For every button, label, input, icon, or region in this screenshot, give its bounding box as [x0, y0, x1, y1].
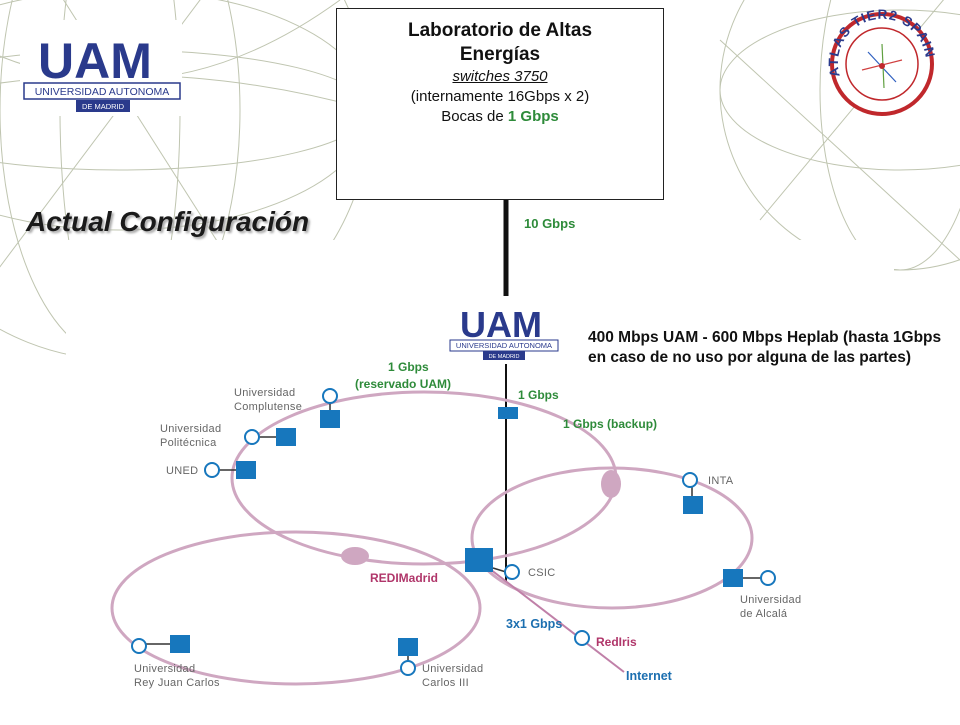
endpoint-icon [682, 472, 698, 488]
rediris-link-line [485, 565, 625, 673]
node-redimadrid: CSIC REDIMadrid [370, 548, 555, 585]
switch-icon [498, 407, 518, 419]
svg-text:Complutense: Complutense [234, 401, 302, 413]
svg-text:CSIC: CSIC [528, 567, 555, 579]
rediris-endpoint-icon [574, 630, 590, 646]
switch-icon [398, 638, 418, 656]
svg-text:INTA: INTA [708, 475, 734, 487]
endpoint-icon [244, 429, 260, 445]
lab-subtitle: switches 3750 [452, 68, 548, 85]
uplink-10g-label-bg [512, 209, 656, 235]
endpoint-icon [131, 638, 147, 654]
uam-logo-letters: UAM [38, 33, 152, 89]
link-main-label: 1 Gbps [518, 388, 559, 402]
ring-link-marker-top [601, 470, 621, 498]
uam-logo-city: DE MADRID [489, 354, 520, 360]
svg-text:Universidad: Universidad [160, 423, 221, 435]
svg-text:UNED: UNED [166, 465, 198, 477]
node-complutense: Universidad Complutense [234, 387, 340, 428]
ring-right [470, 466, 754, 610]
svg-text:Universidad: Universidad [234, 387, 295, 399]
switch-icon [723, 569, 743, 587]
node-alcala: Universidad de Alcalá [723, 569, 801, 620]
link-3x1g-label: 3x1 Gbps [506, 617, 562, 631]
ring-left [110, 530, 482, 686]
lab-ports-prefix: Bocas de [441, 108, 508, 125]
uplink-10g-label: 10 Gbps [524, 216, 575, 231]
svg-text:de Alcalá: de Alcalá [740, 608, 788, 620]
svg-text:Universidad: Universidad [134, 663, 195, 675]
lab-title-line1: Laboratorio de Altas [407, 20, 593, 41]
switch-icon [276, 428, 296, 446]
lab-box: Laboratorio de Altas Energías switches 3… [336, 8, 664, 200]
node-politecnica: Universidad Politécnica [160, 423, 296, 449]
svg-text:REDIMadrid: REDIMadrid [370, 571, 438, 585]
svg-text:Politécnica: Politécnica [160, 437, 217, 449]
lab-internal: (internamente 16Gbps x 2) [410, 88, 590, 105]
link-reserved-label-line2: (reservado UAM) [355, 377, 452, 391]
endpoint-icon [760, 570, 776, 586]
bandwidth-note: 400 Mbps UAM - 600 Mbps Heplab (hasta 1G… [588, 329, 942, 366]
map-panel [72, 374, 824, 698]
uam-logo-name: UNIVERSIDAD AUTONOMA [456, 341, 552, 350]
globe-background-right [719, 0, 960, 271]
rediris-label: RedIris [596, 635, 637, 649]
link-backup-label: 1 Gbps (backup) [563, 417, 658, 431]
slide-title: Actual Configuración [26, 206, 310, 237]
uam-logo-city: DE MADRID [82, 102, 125, 111]
endpoint-icon [322, 388, 338, 404]
svg-text:Universidad: Universidad [422, 663, 483, 675]
switch-icon [236, 461, 256, 479]
uam-logo-letters: UAM [460, 304, 542, 345]
atlas-tier2-logo: ATLAS TIER2 SPAIN [826, 7, 937, 116]
csic-endpoint-icon [504, 564, 520, 580]
node-uned: UNED [166, 461, 256, 479]
lab-ports-speed: 1 Gbps [507, 108, 559, 125]
internet-label: Internet [626, 669, 673, 683]
node-rey-juan-carlos: Universidad Rey Juan Carlos [131, 635, 220, 689]
ring-link-marker-left [341, 547, 369, 565]
switch-icon [683, 496, 703, 514]
lab-ports: Bocas de 1 Gbps [337, 107, 663, 127]
node-carlos-iii: Universidad Carlos III [398, 638, 483, 689]
svg-text:Rey Juan Carlos: Rey Juan Carlos [134, 677, 220, 689]
endpoint-icon [204, 462, 220, 478]
switch-icon [170, 635, 190, 653]
node-inta: INTA [682, 472, 734, 514]
switch-icon [320, 410, 340, 428]
uam-logo-center: UAM UNIVERSIDAD AUTONOMA DE MADRID [448, 296, 560, 364]
svg-text:Carlos III: Carlos III [422, 677, 469, 689]
lab-title-line2: Energías [459, 44, 541, 65]
uam-logo-name: UNIVERSIDAD AUTONOMA [35, 86, 170, 98]
switch-icon [465, 548, 493, 572]
endpoint-icon [400, 660, 416, 676]
node-uam-ring-port [498, 407, 518, 419]
link-reserved-label-line1: 1 Gbps [388, 360, 429, 374]
svg-text:Universidad: Universidad [740, 594, 801, 606]
uam-logo-top: UAM UNIVERSIDAD AUTONOMA DE MADRID [20, 20, 182, 116]
